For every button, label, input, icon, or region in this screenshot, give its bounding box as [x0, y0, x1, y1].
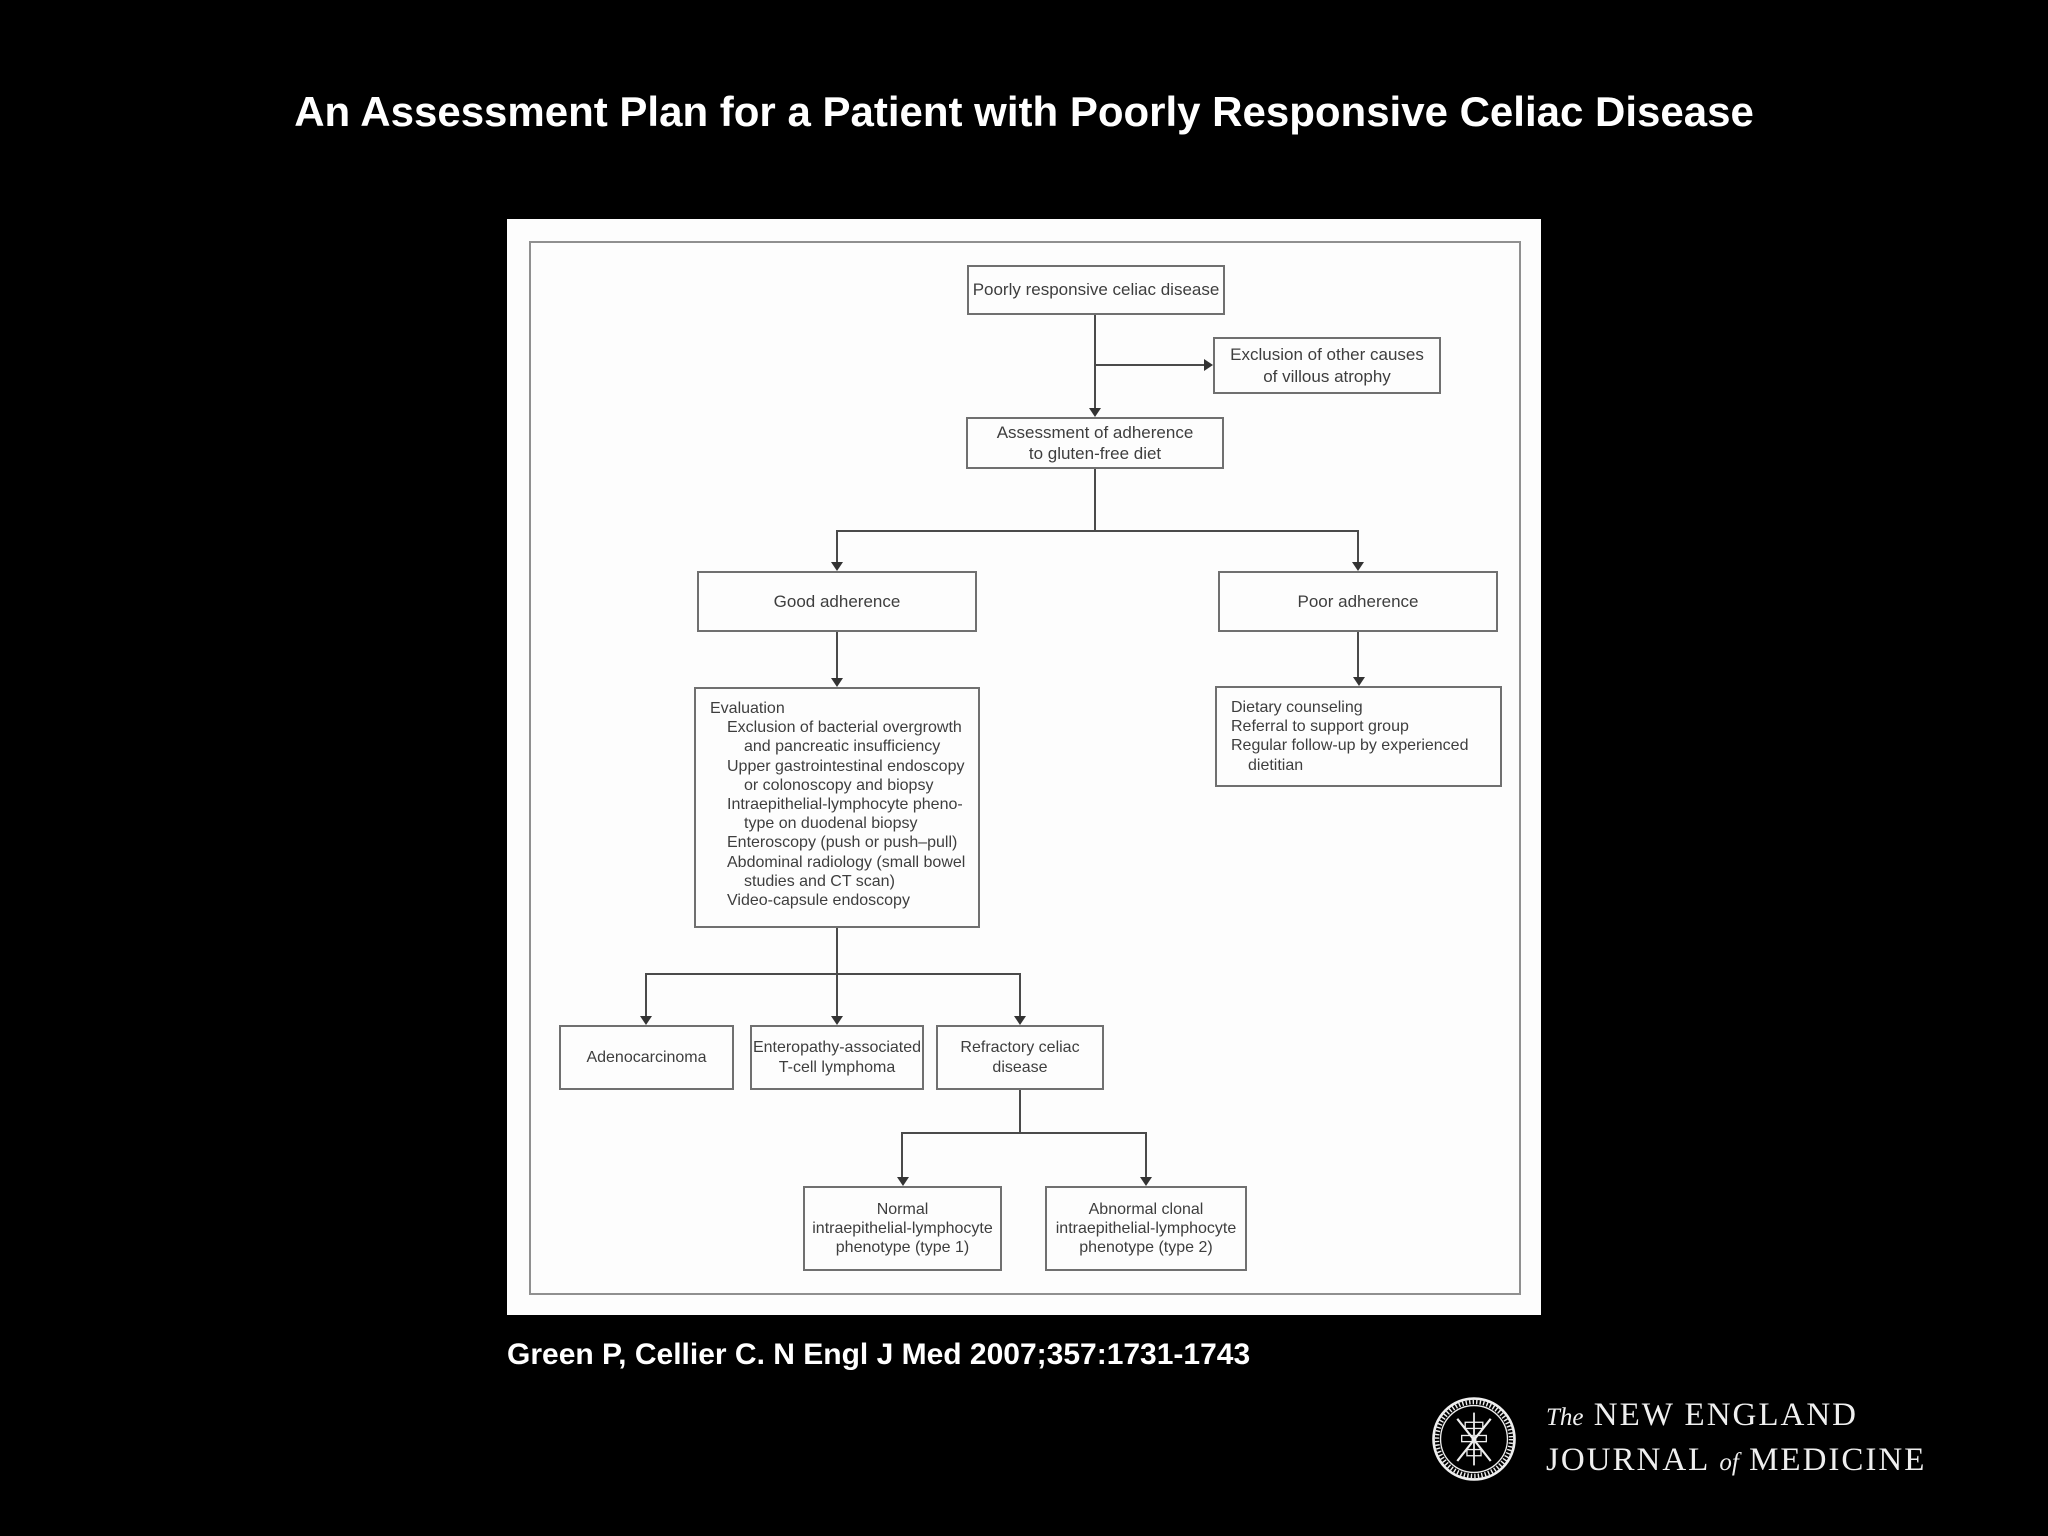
- connector: [901, 1132, 903, 1179]
- citation: Green P, Cellier C. N Engl J Med 2007;35…: [507, 1338, 1251, 1371]
- node-text-line: Upper gastrointestinal endoscopy: [727, 757, 965, 775]
- arrowhead-icon: [640, 1016, 652, 1025]
- node-text-line: T-cell lymphoma: [778, 1058, 896, 1076]
- connector: [1019, 973, 1021, 1018]
- connector: [645, 973, 1021, 975]
- node-assessment-of-adherence: Assessment of adherence to gluten-free di…: [966, 417, 1224, 469]
- logo-word-new-england: NEW ENGLAND: [1593, 1397, 1859, 1433]
- node-text-line: of villous atrophy: [1263, 366, 1391, 386]
- node-text-line: Abnormal clonal: [1088, 1200, 1204, 1218]
- nejm-logo-text: The NEW ENGLAND JOURNAL of MEDICINE: [1546, 1394, 1926, 1484]
- connector: [1357, 632, 1359, 679]
- logo-word-the: The: [1546, 1404, 1584, 1431]
- node-text-line: type on duodenal biopsy: [744, 815, 918, 833]
- node-text-line: Refractory celiac: [960, 1039, 1080, 1057]
- node-text-line: Intraepithelial-lymphocyte pheno-: [727, 795, 963, 813]
- connector: [1357, 530, 1359, 564]
- node-text-line: disease: [992, 1058, 1048, 1076]
- logo-word-medicine: MEDICINE: [1749, 1442, 1927, 1478]
- node-text-line: intraepithelial-lymphocyte: [1055, 1219, 1237, 1237]
- arrowhead-icon: [1014, 1016, 1026, 1025]
- node-text-line: and pancreatic insufficiency: [744, 738, 941, 756]
- node-text-line: dietitian: [1248, 756, 1304, 774]
- connector: [1019, 1090, 1021, 1134]
- node-text-line: Assessment of adherence: [996, 422, 1194, 442]
- page-title: An Assessment Plan for a Patient with Po…: [294, 88, 1754, 135]
- node-text-line: Poor adherence: [1297, 591, 1419, 611]
- logo-word-journal: JOURNAL: [1546, 1442, 1710, 1478]
- node-adenocarcinoma: Adenocarcinoma: [559, 1025, 734, 1090]
- arrowhead-icon: [1352, 562, 1364, 571]
- node-text-line: Dietary counseling: [1231, 699, 1363, 716]
- node-text-line: to gluten-free diet: [1028, 444, 1162, 463]
- node-text-line: Normal: [876, 1200, 929, 1218]
- arrowhead-icon: [831, 1016, 843, 1025]
- connector: [836, 530, 838, 564]
- node-text-line: intraepithelial-lymphocyte: [812, 1219, 993, 1237]
- arrowhead-icon: [1204, 359, 1213, 371]
- logo-word-of: of: [1719, 1449, 1739, 1476]
- node-text-line: Abdominal radiology (small bowel: [727, 853, 966, 871]
- connector: [1145, 1132, 1147, 1179]
- flowchart-panel: Poorly responsive celiac disease Exclusi…: [507, 219, 1541, 1315]
- arrowhead-icon: [831, 678, 843, 687]
- node-text-line: Exclusion of bacterial overgrowth: [727, 719, 962, 737]
- connector: [836, 530, 1359, 532]
- node-text-line: Video-capsule endoscopy: [727, 891, 910, 909]
- node-text-line: Poorly responsive celiac disease: [972, 280, 1220, 300]
- arrowhead-icon: [1089, 408, 1101, 417]
- arrowhead-icon: [897, 1177, 909, 1186]
- connector: [645, 973, 647, 1018]
- nejm-logo-line-1: The NEW ENGLAND: [1546, 1394, 1926, 1439]
- arrowhead-icon: [1140, 1177, 1152, 1186]
- connector: [836, 928, 838, 975]
- connector: [1095, 364, 1207, 366]
- node-text-line: Evaluation: [710, 700, 785, 717]
- nejm-logo-line-2: JOURNAL of MEDICINE: [1546, 1439, 1926, 1484]
- node-text-line: or colonoscopy and biopsy: [744, 776, 934, 794]
- node-text-line: Referral to support group: [1231, 718, 1409, 736]
- nejm-seal-icon: [1432, 1397, 1516, 1481]
- node-text-line: phenotype (type 1): [835, 1239, 970, 1257]
- nejm-logo: The NEW ENGLAND JOURNAL of MEDICINE: [1430, 1394, 1926, 1484]
- connector: [1094, 469, 1096, 532]
- connector: [836, 973, 838, 1018]
- connector: [901, 1132, 1147, 1134]
- arrowhead-icon: [1353, 677, 1365, 686]
- node-text-line: Exclusion of other causes: [1230, 345, 1424, 365]
- node-poorly-responsive-celiac-disease: Poorly responsive celiac disease: [967, 265, 1225, 315]
- node-text-line: Enteropathy-associated: [752, 1039, 922, 1057]
- connector: [836, 632, 838, 680]
- node-text-line: Regular follow-up by experienced: [1231, 737, 1469, 755]
- node-poor-adherence: Poor adherence: [1218, 571, 1498, 632]
- node-text-line: phenotype (type 2): [1079, 1239, 1213, 1257]
- node-text-line: Adenocarcinoma: [586, 1048, 707, 1066]
- node-text-line: studies and CT scan): [744, 872, 895, 890]
- node-text-line: Good adherence: [773, 591, 901, 611]
- node-text-line: Enteroscopy (push or push–pull): [727, 834, 958, 852]
- arrowhead-icon: [831, 562, 843, 571]
- connector: [1094, 315, 1096, 410]
- node-good-adherence: Good adherence: [697, 571, 977, 632]
- flowchart-inner-border: [529, 241, 1521, 1295]
